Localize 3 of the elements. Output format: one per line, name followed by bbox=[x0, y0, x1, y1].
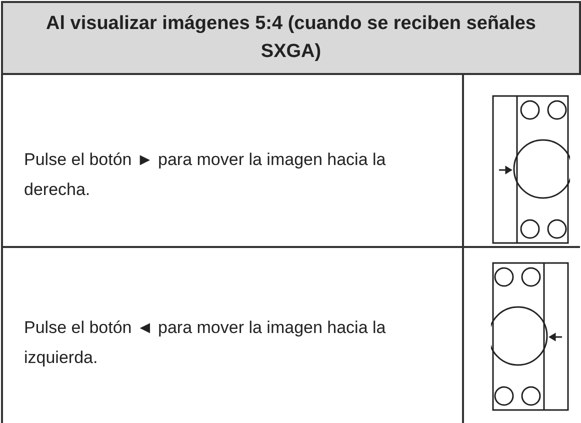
title: Al visualizar imágenes 5:4 (cuando se reciben señales SXGA) bbox=[1, 1, 581, 75]
instruction-text: Pulse el botón ◄ para mover la imagen hacia la izquierda. bbox=[24, 317, 387, 369]
instruction-text: Pulse el botón ► para mover la imagen hacia la derecha. bbox=[24, 149, 387, 201]
